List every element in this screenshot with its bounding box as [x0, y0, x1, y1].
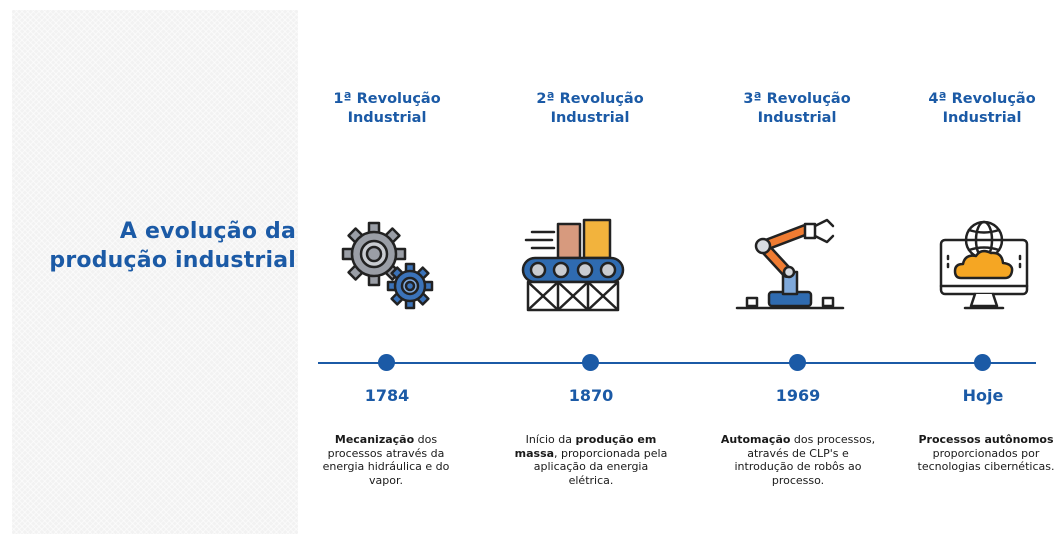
year-2: 1870: [568, 386, 614, 405]
description-2-text: , proporcionada pela aplicação da energi…: [533, 446, 668, 487]
conveyor-belt-icon: [521, 218, 625, 312]
timeline-line: [318, 362, 1036, 364]
description-3-bold: Automação: [720, 433, 791, 446]
left-panel: A evolução da produção industrial: [12, 10, 298, 534]
timeline-dot-2: [582, 354, 599, 371]
description-1-bold: Mecanização: [334, 433, 415, 446]
description-4: Processos autônomos proporcionados por t…: [906, 433, 1054, 474]
revolution-2-title: 2ª Revolução Industrial: [536, 91, 644, 126]
revolution-4-title: 4ª Revolução Industrial: [928, 91, 1036, 126]
description-4-text: proporcionados por tecnologias cibernéti…: [917, 446, 1054, 474]
revolution-3-title: 3ª Revolução Industrial: [743, 91, 851, 126]
page-title: A evolução da produção industrial: [49, 219, 296, 273]
robotic-arm-icon: [735, 218, 845, 310]
description-2-bold: produção em massa: [514, 433, 657, 460]
year-3: 1969: [775, 386, 821, 405]
timeline-dot-1: [378, 354, 395, 371]
description-1-text: dos processos através da energia hidrául…: [322, 433, 450, 487]
revolution-1-title: 1ª Revolução Industrial: [333, 91, 441, 126]
timeline-dot-3: [789, 354, 806, 371]
cloud-computer-icon: [939, 220, 1029, 310]
description-2-pre: Início da: [525, 433, 576, 446]
description-3: Automação dos processos, através de CLP'…: [718, 433, 878, 487]
year-4: Hoje: [962, 386, 1004, 405]
timeline-dot-4: [974, 354, 991, 371]
description-1: Mecanização dos processos através da ene…: [306, 433, 466, 487]
description-3-text: dos processos, através de CLP's e introd…: [734, 433, 876, 487]
year-1: 1784: [364, 386, 410, 405]
gears-icon: [341, 221, 434, 310]
description-2: Início da produção em massa, proporciona…: [511, 433, 671, 487]
description-4-bold: Processos autônomos: [918, 433, 1054, 446]
